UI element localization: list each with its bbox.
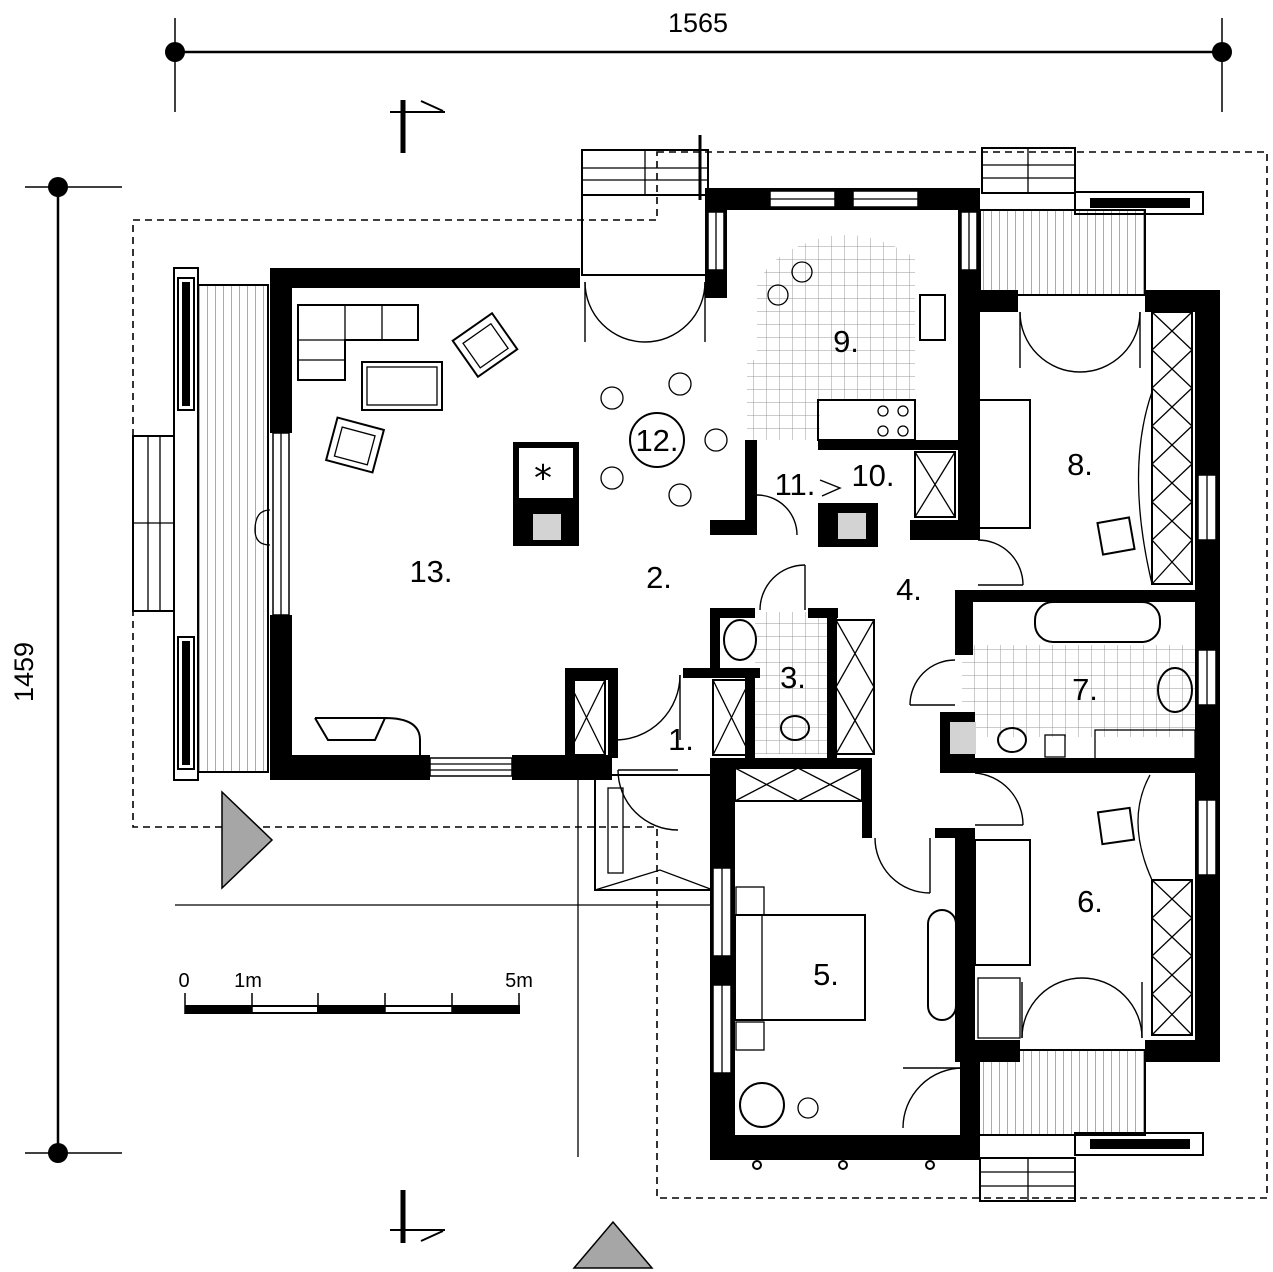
kitchen-tile-floor (747, 234, 915, 440)
window-pane (182, 282, 190, 406)
north-vestibule (581, 135, 709, 276)
room-label-2: 2. (646, 560, 672, 595)
dimension-end-dot (48, 1143, 68, 1163)
entry-porch (175, 774, 714, 1157)
wc-tile-floor (755, 612, 827, 754)
room-label-10: 10. (851, 458, 894, 493)
room-label-9: 9. (833, 324, 859, 359)
room-label-7: 7. (1072, 672, 1098, 707)
room-label-12: 12. (635, 423, 678, 458)
window (1074, 1132, 1204, 1156)
dimension-width: 1565 (165, 8, 1232, 112)
steps-north (981, 147, 1076, 194)
terrace-west (198, 285, 268, 772)
scale-five-label: 5m (505, 970, 533, 992)
width-label: 1565 (668, 8, 728, 38)
dimension-end-dot (1212, 42, 1232, 62)
fireplace-icon: * (534, 458, 552, 499)
scale-one-label: 1m (234, 970, 262, 992)
room-label-3: 3. (780, 660, 806, 695)
wardrobes (567, 311, 1193, 1036)
site-dots (752, 1160, 935, 1170)
terrace-south (978, 1050, 1145, 1135)
scale-bar: 0 1m 5m (178, 970, 533, 1014)
walls (270, 188, 1220, 1160)
doors (584, 281, 1143, 1129)
room-label-1: 1. (668, 722, 694, 757)
steps-south (979, 1157, 1076, 1202)
room-label-8: 8. (1067, 447, 1093, 482)
steps-west (132, 435, 175, 612)
window (1074, 191, 1204, 215)
dimension-height: 1459 (9, 177, 122, 1163)
entrance-triangle-icon (572, 1220, 654, 1269)
room-label-5: 5. (813, 957, 839, 992)
wall-windows (272, 190, 1217, 1074)
scale-zero-label: 0 (178, 970, 189, 992)
roof-outline (132, 151, 1268, 1199)
room-label-13: 13. (409, 554, 452, 589)
window-pane (1090, 198, 1190, 208)
window (177, 636, 195, 770)
entrance-triangle-icon (221, 790, 274, 890)
room-labels: 1. 2. 3. 4. 5. 6. 7. 8. 9. 10. 11. 12. 1… (409, 324, 1102, 992)
window-pane (182, 641, 190, 765)
height-label: 1459 (9, 642, 39, 702)
room-label-6: 6. (1077, 884, 1103, 919)
window (177, 277, 195, 411)
terrace-north (980, 210, 1145, 295)
dimension-end-dot (48, 177, 68, 197)
section-marker-icon (390, 1190, 445, 1243)
dimension-end-dot (165, 42, 185, 62)
section-marker-icon (390, 100, 445, 153)
room-label-11: 11. (775, 467, 816, 502)
furniture: * (254, 261, 1196, 1128)
window-pane (1090, 1139, 1190, 1149)
room-label-4: 4. (896, 572, 922, 607)
